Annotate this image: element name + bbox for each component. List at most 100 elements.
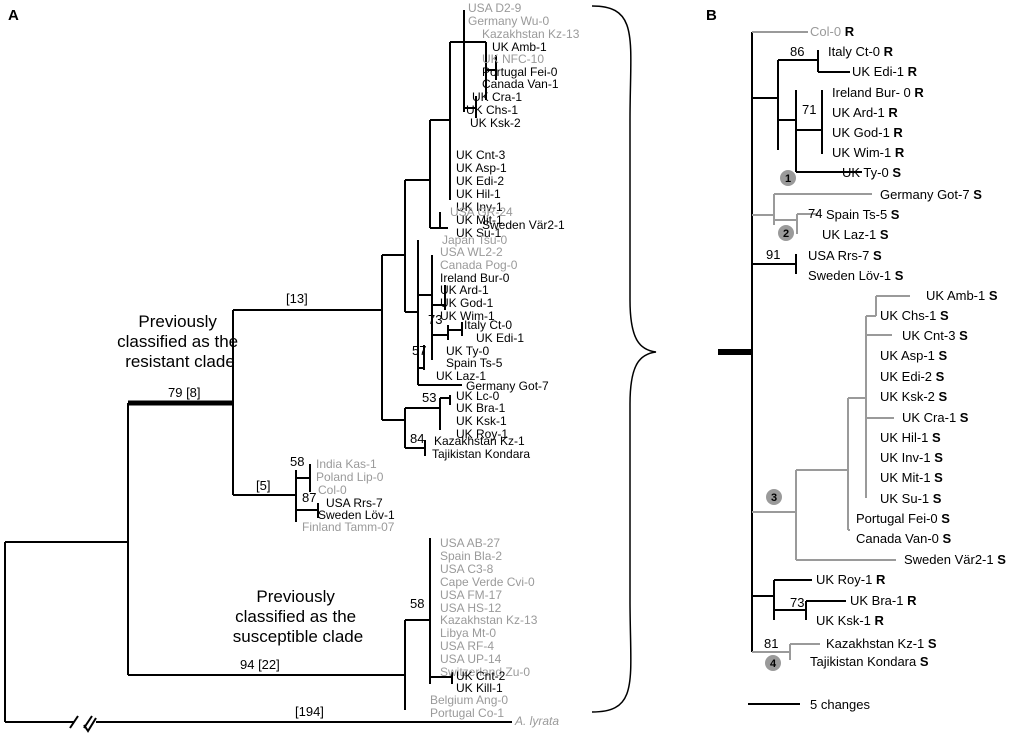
taxon-a-31: Germany Got-7 [466, 379, 549, 393]
resistance-status: R [893, 125, 903, 140]
resistant-clade-label: Previously classified as the resistant c… [117, 312, 243, 371]
taxon-b-21: UK Inv-1 S [880, 450, 943, 465]
resistance-status: R [908, 64, 918, 79]
taxon-b-26: Sweden Vär2-1 S [904, 552, 1006, 567]
taxon-a-39: Poland Lip-0 [316, 470, 384, 484]
resistance-status: R [884, 44, 894, 59]
bootstrap-58b: 58 [410, 596, 424, 611]
panel-a-tree: A [4, 1, 657, 733]
resistance-status: S [928, 636, 937, 651]
resistance-status: S [934, 470, 943, 485]
taxon-b-name-23: UK Su-1 [880, 491, 933, 506]
resistance-status: S [939, 348, 948, 363]
taxon-b-2: UK Edi-1 R [852, 64, 918, 79]
taxon-a-6: Canada Van-1 [482, 77, 559, 91]
bootstrap-58a: 58 [290, 454, 304, 469]
taxon-b-name-14: UK Chs-1 [880, 308, 940, 323]
resistance-status: S [932, 430, 941, 445]
b-bootstrap-74: 74 [808, 206, 822, 221]
taxon-b-30: Kazakhstan Kz-1 S [826, 636, 937, 651]
resistance-status: S [939, 389, 948, 404]
taxon-b-name-5: UK God-1 [832, 125, 893, 140]
resistant-line-3: resistant clade [125, 352, 235, 371]
taxon-b-18: UK Ksk-2 S [880, 389, 948, 404]
taxon-a-34: UK Ksk-1 [456, 414, 507, 428]
panel-b-label: B [706, 7, 717, 24]
taxon-b-name-25: Canada Van-0 [856, 531, 943, 546]
resistance-status: S [892, 165, 901, 180]
taxon-a-35: UK Roy-1 [456, 427, 508, 441]
taxon-b-15: UK Cnt-3 S [902, 328, 968, 343]
taxon-a-0: USA D2-9 [468, 1, 522, 15]
taxon-a-58: Portugal Co-1 [430, 706, 504, 720]
taxon-b-name-27: UK Roy-1 [816, 572, 876, 587]
b-bootstrap-71: 71 [802, 102, 816, 117]
taxon-b-name-6: UK Wim-1 [832, 145, 895, 160]
taxon-b-27: UK Roy-1 R [816, 572, 886, 587]
branch-label-lyrata: [194] [295, 704, 324, 719]
resistance-status: R [876, 572, 886, 587]
curly-brace [591, 5, 657, 713]
panel-b-branches [718, 31, 910, 660]
taxon-a-17: USA GR-24 [450, 205, 513, 219]
taxon-a-27: UK Edi-1 [476, 331, 524, 345]
taxon-a-59: A. lyrata [514, 714, 559, 728]
taxon-a-23: UK Ard-1 [440, 283, 489, 297]
taxon-a-15: UK Mit-1 [456, 213, 503, 227]
taxon-b-name-1: Italy Ct-0 [828, 44, 884, 59]
taxon-a-1: Germany Wu-0 [468, 14, 549, 28]
taxon-a-43: Finland Tamm-07 [302, 520, 395, 534]
resistance-status: S [936, 369, 945, 384]
taxon-b-22: UK Mit-1 S [880, 470, 943, 485]
resistance-status: S [989, 288, 998, 303]
svg-text:3: 3 [771, 492, 777, 504]
taxon-b-23: UK Su-1 S [880, 491, 942, 506]
taxon-b-name-8: Germany Got-7 [880, 187, 973, 202]
taxon-b-name-18: UK Ksk-2 [880, 389, 939, 404]
branch-label-root-res: 79 [8] [168, 385, 201, 400]
bootstrap-87: 87 [302, 490, 316, 505]
resistance-status: S [997, 552, 1006, 567]
resistance-status: S [891, 207, 900, 222]
panel-a-label: A [8, 7, 19, 24]
taxon-b-12: Sweden Löv-1 S [808, 268, 904, 283]
taxon-a-8: UK Chs-1 [466, 103, 518, 117]
b-bootstrap-73: 73 [790, 595, 804, 610]
taxon-b-4: UK Ard-1 R [832, 105, 898, 120]
taxon-a-20: USA WL2-2 [440, 245, 503, 259]
taxon-b-name-30: Kazakhstan Kz-1 [826, 636, 928, 651]
resistance-status: S [973, 187, 982, 202]
resistance-status: R [895, 145, 905, 160]
node-marker-3: 3 [766, 489, 782, 505]
panel-a-branches [4, 10, 512, 723]
taxon-a-25: UK Wim-1 [440, 309, 495, 323]
taxon-a-24: UK God-1 [440, 296, 494, 310]
taxon-a-50: Kazakhstan Kz-13 [440, 613, 538, 627]
taxon-a-10: UK Cnt-3 [456, 148, 506, 162]
taxon-a-18: Sweden Vär2-1 [482, 218, 565, 232]
taxon-b-8: Germany Got-7 S [880, 187, 982, 202]
resistance-status: S [943, 531, 952, 546]
susceptible-clade-label: Previously classified as the susceptible… [233, 587, 363, 646]
b-bootstrap-91: 91 [766, 247, 780, 262]
taxon-a-48: USA FM-17 [440, 588, 502, 602]
taxon-b-name-28: UK Bra-1 [850, 593, 907, 608]
taxon-a-46: USA C3-8 [440, 562, 494, 576]
resistance-status: S [960, 410, 969, 425]
taxon-b-name-0: Col-0 [810, 24, 845, 39]
panel-b-tree: B [706, 7, 1006, 712]
taxon-b-0: Col-0 R [810, 24, 855, 39]
taxon-a-54: Switzerland Zu-0 [440, 665, 530, 679]
resistance-status: S [941, 511, 950, 526]
taxon-a-55: UK Cnt-2 [456, 669, 506, 683]
taxon-a-11: UK Asp-1 [456, 161, 507, 175]
taxon-b-name-10: UK Laz-1 [822, 227, 880, 242]
taxon-a-36: Kazakhstan Kz-1 [434, 434, 525, 448]
susceptible-line-1: Previously [256, 587, 335, 606]
svg-text:4: 4 [770, 658, 777, 670]
taxon-a-9: UK Ksk-2 [470, 116, 521, 130]
taxon-a-49: USA HS-12 [440, 601, 502, 615]
scale-break-mark [69, 715, 93, 729]
